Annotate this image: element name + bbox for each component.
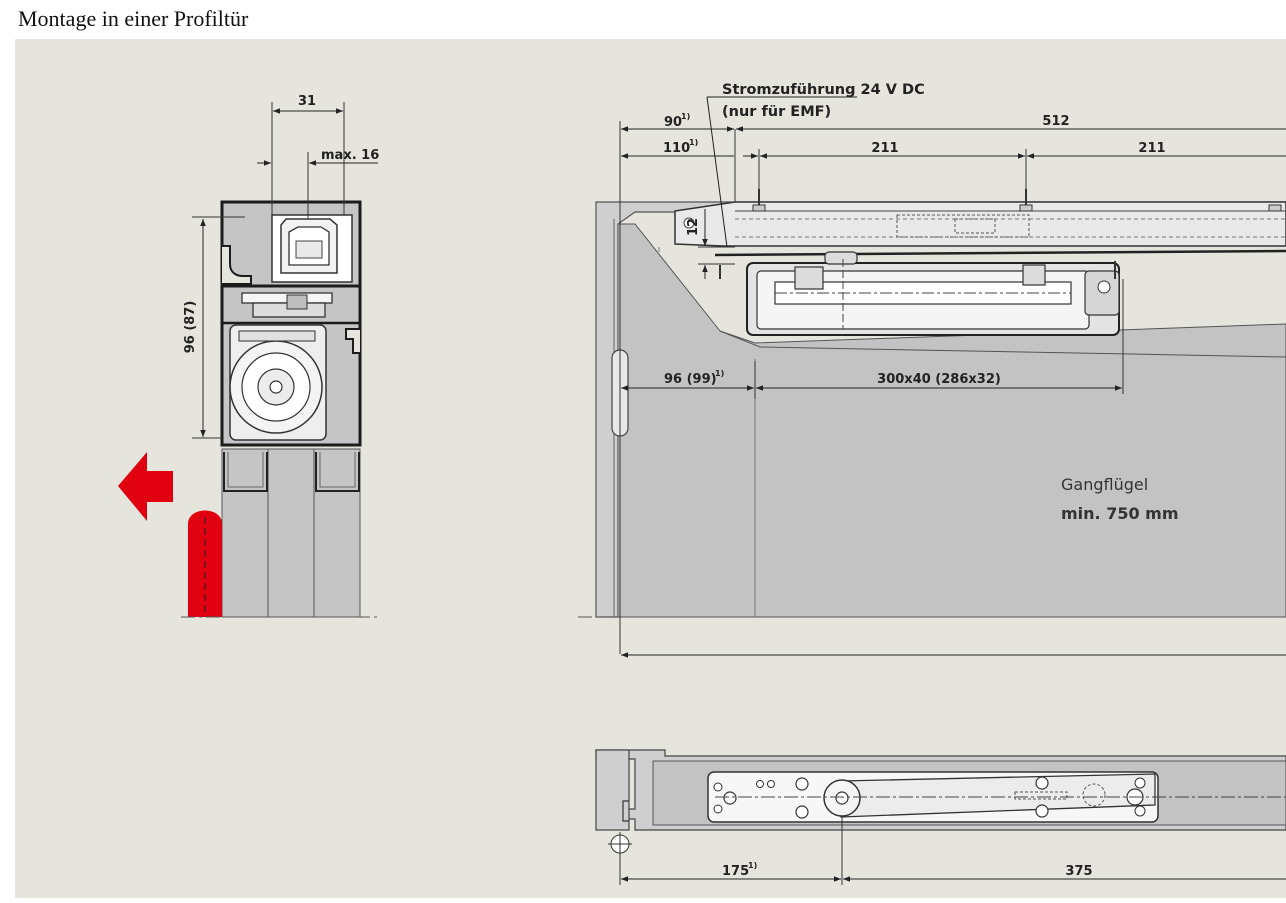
plan-view: 175 1) 375 <box>595 749 1286 885</box>
dim-96-87: 96 (87) <box>183 301 198 354</box>
dim-110-note: 1) <box>689 138 698 147</box>
opening-direction-marker <box>118 452 377 618</box>
door-closer-body <box>714 249 1286 336</box>
dim-96-99: 96 (99) <box>664 372 717 387</box>
page-title: Montage in einer Profiltür <box>18 6 249 31</box>
dim-max-16: max. 16 <box>321 148 379 163</box>
door-profiles <box>221 448 361 618</box>
section-view: 31 max. 16 96 (87) <box>118 94 379 618</box>
elevation-dimensions: 90 1) 512 110 1) 211 211 Stromzuführung … <box>578 82 1286 658</box>
dim-211-left: 211 <box>871 141 898 156</box>
leaf-label: Gangflügel <box>1061 475 1148 494</box>
section-dimensions: 31 max. 16 96 (87) <box>183 94 379 439</box>
dim-90-note: 1) <box>681 112 690 121</box>
dim-512: 512 <box>1042 114 1069 129</box>
power-note-line2: (nur für EMF) <box>722 104 831 120</box>
dim-90: 90 <box>664 115 682 130</box>
dim-12: 12 <box>686 218 701 236</box>
dim-175-note: 1) <box>748 861 757 870</box>
dim-110: 110 <box>663 141 690 156</box>
dim-175: 175 <box>722 864 749 879</box>
elevation-view: 90 1) 512 110 1) 211 211 Stromzuführung … <box>578 82 1286 658</box>
dim-300x40: 300x40 (286x32) <box>877 372 1001 387</box>
power-note-line1: Stromzuführung 24 V DC <box>722 82 925 98</box>
dim-96-99-note: 1) <box>715 369 724 378</box>
technical-drawing: 31 max. 16 96 (87) <box>15 39 1286 898</box>
closer-housing-section <box>220 200 362 447</box>
leaf-min-width: min. 750 mm <box>1061 504 1179 523</box>
dim-31: 31 <box>298 94 316 109</box>
dim-375: 375 <box>1065 864 1092 879</box>
arrow-left-icon <box>118 452 173 521</box>
dim-211-right: 211 <box>1138 141 1165 156</box>
